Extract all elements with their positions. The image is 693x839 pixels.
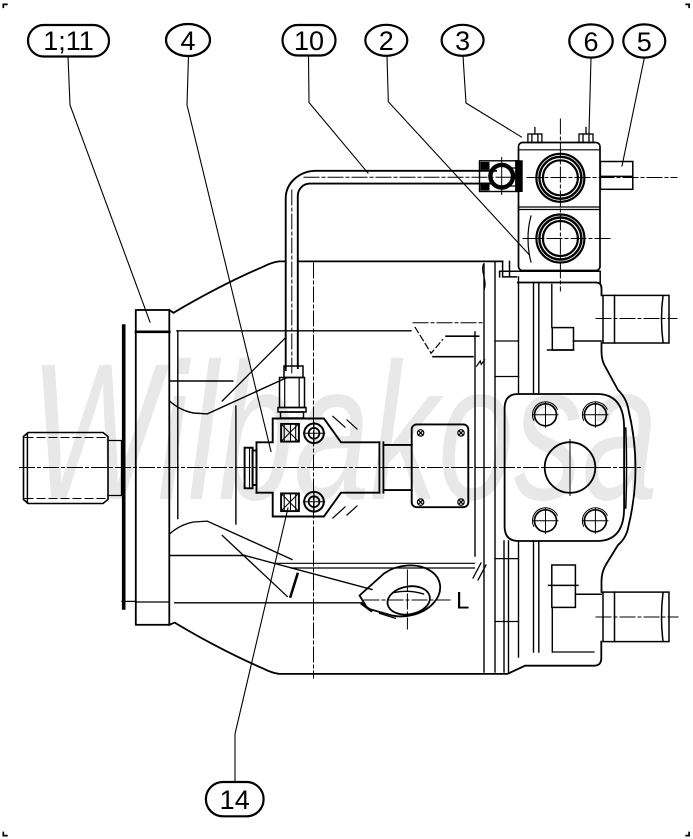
svg-text:1;11: 1;11 (43, 26, 94, 56)
svg-text:6: 6 (583, 27, 598, 57)
svg-text:3: 3 (455, 26, 470, 56)
svg-text:5: 5 (637, 27, 652, 57)
svg-text:L: L (456, 588, 469, 615)
svg-text:2: 2 (379, 26, 394, 56)
svg-text:Wilbakosa: Wilbakosa (30, 323, 658, 541)
svg-text:4: 4 (180, 26, 195, 56)
svg-text:10: 10 (294, 26, 324, 56)
svg-text:14: 14 (220, 785, 250, 815)
